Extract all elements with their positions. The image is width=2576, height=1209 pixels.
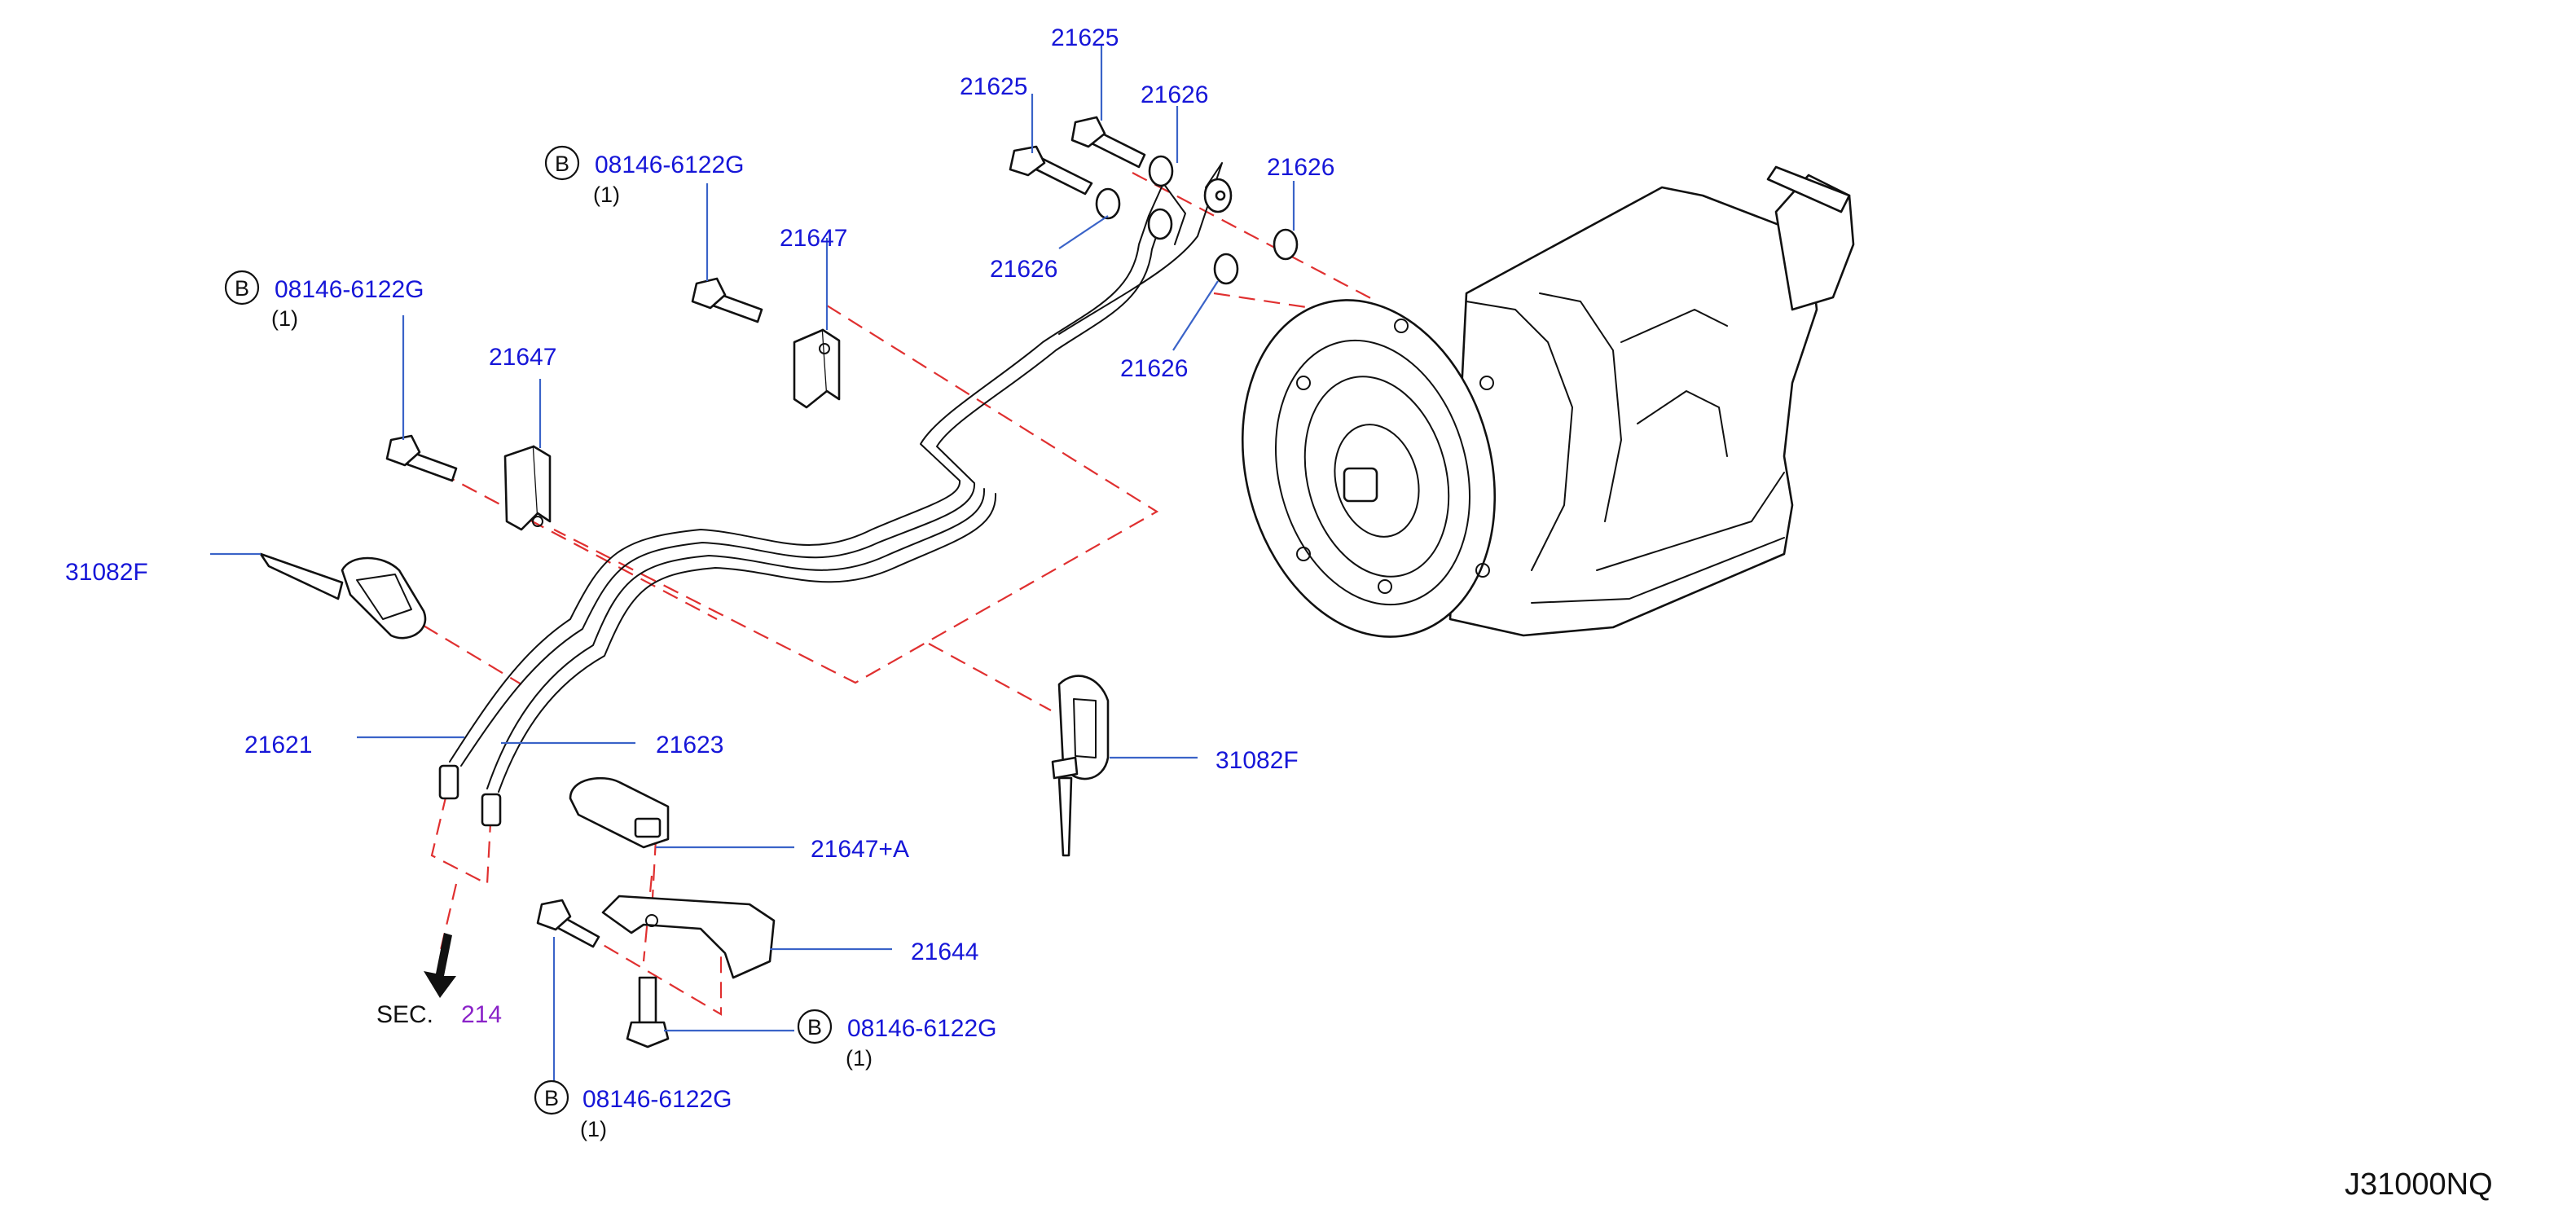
bolt-qty-3: (1) xyxy=(846,1046,873,1071)
bolt-callout-1: B 08146-6122G (1) xyxy=(544,145,745,207)
bolt-callout-4: B 08146-6122G (1) xyxy=(534,1079,732,1141)
cooler-tubes xyxy=(438,162,1233,827)
label-21625-left: 21625 xyxy=(960,73,1027,100)
bolt-callout-2: B 08146-6122G (1) xyxy=(224,270,424,331)
label-21625-top: 21625 xyxy=(1051,24,1119,51)
bolt-part-4: 08146-6122G xyxy=(582,1086,732,1113)
transmission-assembly xyxy=(1241,165,1855,638)
bolt-part-2: 08146-6122G xyxy=(275,276,424,303)
assembly-dash-lines xyxy=(423,172,1378,1016)
label-21626-right: 21626 xyxy=(1267,154,1334,181)
label-21626-bottom: 21626 xyxy=(1120,355,1188,382)
callout-labels: 21625 21625 21626 21626 21626 21626 2164… xyxy=(65,24,2493,1202)
label-31082F-left: 31082F xyxy=(65,559,148,586)
bolt-badge-3: B xyxy=(807,1015,822,1040)
bolt-part-1: 08146-6122G xyxy=(595,152,745,178)
leader-lines xyxy=(210,45,1295,1092)
bolt-callout-3: B 08146-6122G (1) xyxy=(797,1009,997,1071)
part-shapes xyxy=(259,116,1299,1049)
bolt-badge-1: B xyxy=(555,152,569,176)
section-prefix: SEC. xyxy=(376,1001,433,1028)
label-21647A: 21647+A xyxy=(811,836,909,863)
label-21647-lower: 21647 xyxy=(489,344,556,371)
label-21647-upper: 21647 xyxy=(780,225,847,252)
bolt-qty-4: (1) xyxy=(580,1117,607,1141)
bolt-qty-2: (1) xyxy=(271,306,298,331)
label-21626-top: 21626 xyxy=(1141,81,1208,108)
label-21644: 21644 xyxy=(911,939,978,965)
bolt-badge-4: B xyxy=(544,1086,559,1110)
bolt-part-3: 08146-6122G xyxy=(847,1015,997,1042)
bolt-badge-2: B xyxy=(235,276,249,301)
section-number: 214 xyxy=(461,1001,502,1028)
label-21623: 21623 xyxy=(656,732,723,758)
label-21621: 21621 xyxy=(244,732,312,758)
bolt-qty-1: (1) xyxy=(593,182,620,207)
label-31082F-right: 31082F xyxy=(1215,747,1299,774)
diagram-code: J31000NQ xyxy=(2345,1167,2493,1202)
label-21626-left: 21626 xyxy=(990,256,1057,283)
